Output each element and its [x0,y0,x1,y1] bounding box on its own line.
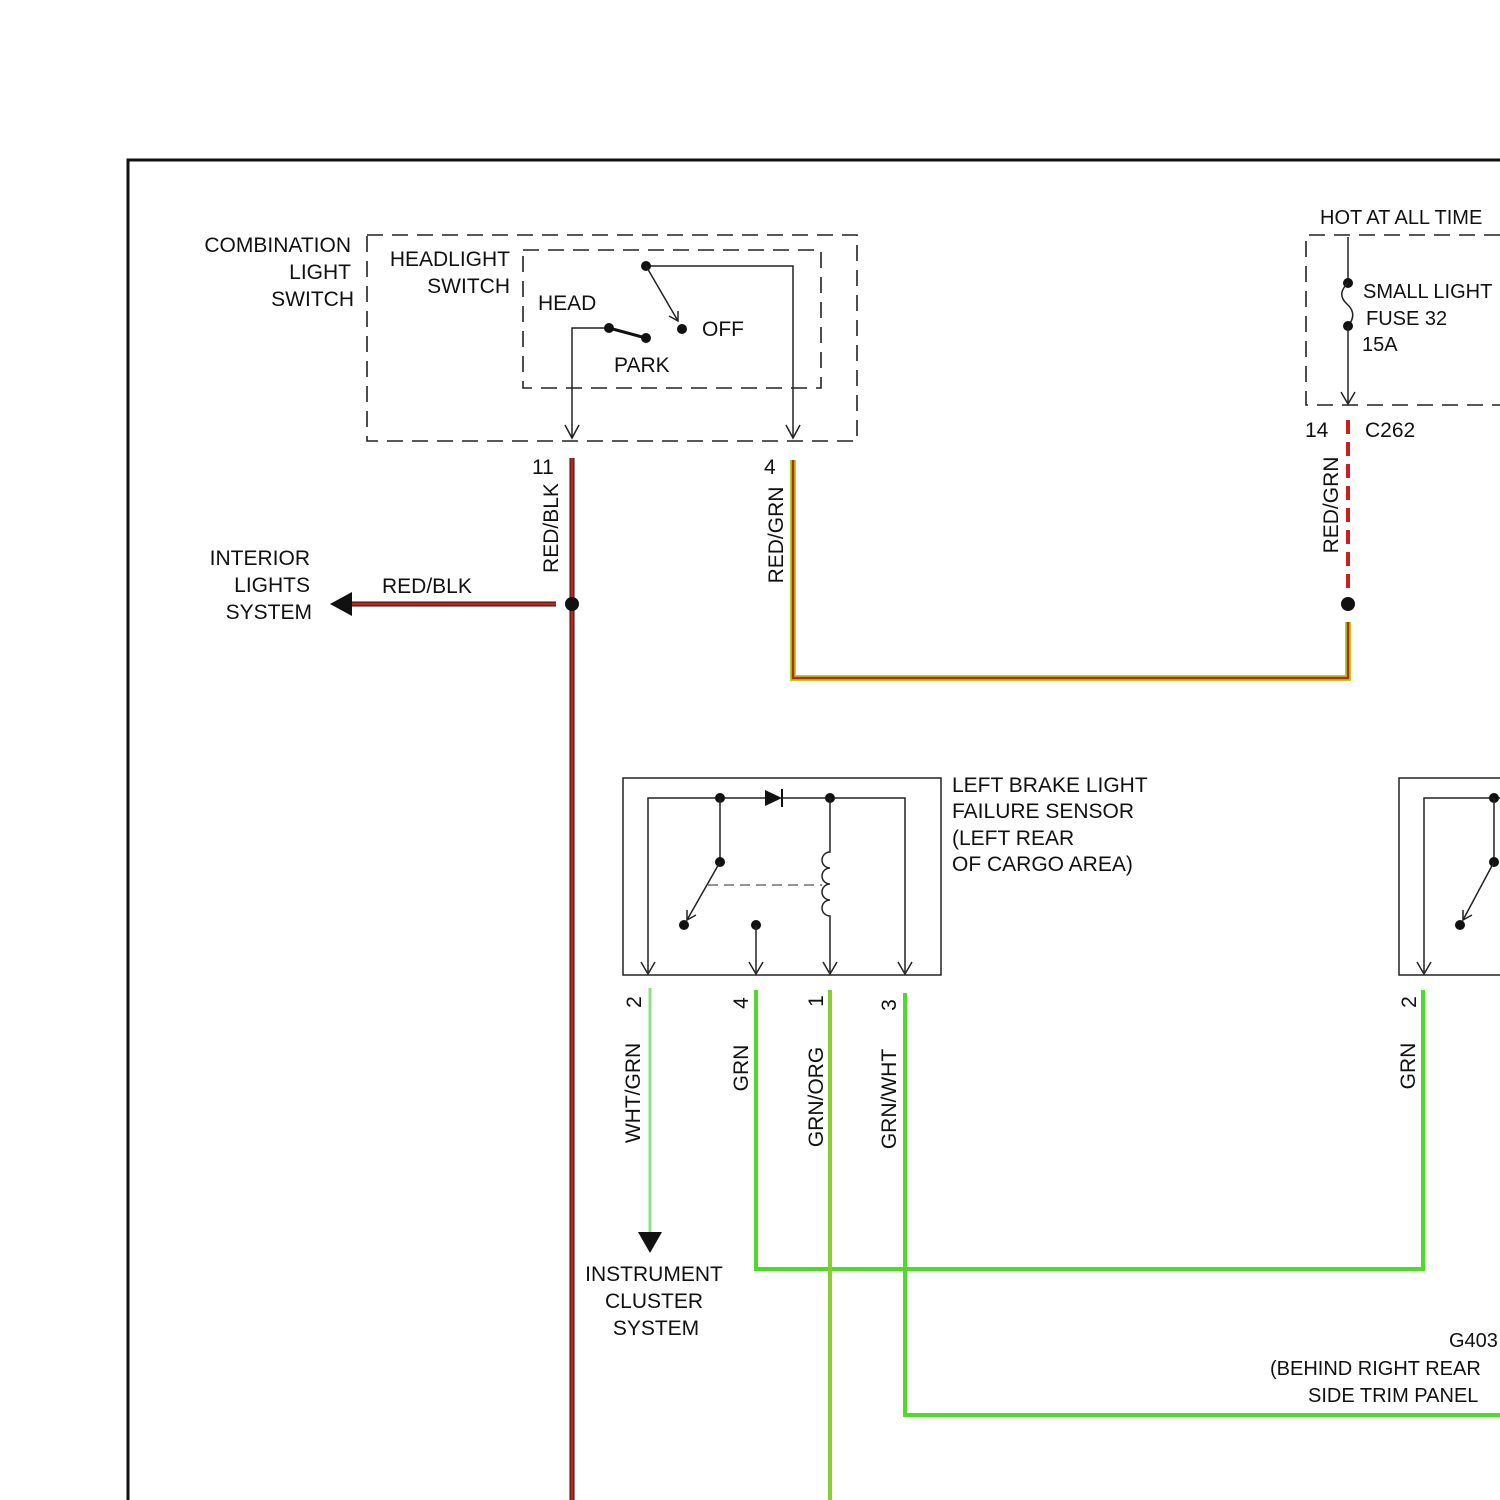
red-grn-wire-stripe [793,460,1348,678]
red-blk-vertical-label: RED/BLK [540,483,563,573]
left-sensor-pin-3-conductor [782,798,905,972]
instrument-cluster-label-line-2: CLUSTER [605,1290,703,1313]
ground-label-line-2: (BEHIND RIGHT REAR [1270,1358,1481,1380]
red-blk-circuit: RED/BLK RED/BLK INTERIOR LIGHTS SYSTEM [210,458,579,1500]
head-contact [604,323,614,333]
hot-at-all-times-label: HOT AT ALL TIME [1320,207,1482,229]
lower-wiring: WHT/GRN GRN GRN GRN/ORG GRN/WHT INSTRUME… [585,988,1500,1500]
wht-grn-label: WHT/GRN [622,1043,645,1143]
headlight-switch-outline [523,250,821,388]
off-position-label: OFF [702,318,744,341]
park-contact [641,333,651,343]
right-brake-light-failure-sensor: 2 [1398,778,1500,1008]
fuse-label-line-2: FUSE 32 [1366,308,1447,330]
left-sensor-label-line-3: (LEFT REAR [952,827,1074,850]
instrument-cluster-label-line-1: INSTRUMENT [585,1263,723,1286]
ground-label-line-3: SIDE TRIM PANEL [1308,1385,1478,1407]
ground-label-line-1: G403 [1449,1330,1498,1352]
grn-wht-label: GRN/WHT [878,1049,901,1149]
switch-arm [646,266,678,321]
diagram-frame [128,160,1500,1500]
left-sensor-pin-1-label: 1 [805,995,828,1007]
connector-pin-label: 14 [1305,419,1329,442]
splice-red-grn [1341,597,1355,611]
relay-contact [679,920,689,930]
combination-switch-label-line-2: LIGHT [289,261,351,284]
interior-lights-arrow [330,592,352,616]
pin-11-label: 11 [532,456,554,479]
combination-switch-label-line-1: COMBINATION [204,234,351,257]
headlight-switch-label-line-1: HEADLIGHT [390,248,510,271]
grn-left-label: GRN [730,1045,753,1092]
interior-lights-label-line-1: INTERIOR [210,547,310,570]
left-brake-light-failure-sensor: LEFT BRAKE LIGHT FAILURE SENSOR (LEFT RE… [623,774,1148,1011]
right-relay-contact [1455,920,1465,930]
pin-4-label: 4 [764,456,776,479]
grn-right-label: GRN [1397,1043,1420,1090]
diode-icon [765,790,782,806]
grn-wire [756,990,1423,1269]
combination-switch-label-line-3: SWITCH [271,288,354,311]
fuse-block: HOT AT ALL TIME SMALL LIGHT FUSE 32 15A … [1305,207,1500,611]
fuse-label-line-3: 15A [1362,334,1398,356]
head-position-label: HEAD [538,292,596,315]
connector-label: C262 [1365,419,1415,442]
interior-lights-label-line-3: SYSTEM [226,601,312,624]
left-sensor-pin-4-label: 4 [730,997,753,1009]
splice-red-blk [565,597,579,611]
red-blk-horizontal-label: RED/BLK [382,575,472,598]
left-sensor-label-line-2: FAILURE SENSOR [952,800,1134,823]
red-grn-wire [793,460,1348,678]
right-sensor-pin-2-label: 2 [1398,996,1421,1008]
head-park-contact-bar [609,328,646,338]
left-sensor-pin-2-label: 2 [623,996,646,1008]
left-sensor-outline [623,778,941,975]
red-grn-switch-label: RED/GRN [765,487,788,584]
headlight-switch-label-line-2: SWITCH [427,275,510,298]
relay-switch-arm [687,862,720,920]
red-grn-circuit: RED/GRN [765,460,1348,678]
fuse-symbol [1342,283,1353,326]
relay-coil-icon [822,798,830,972]
park-conductor [572,328,609,437]
left-sensor-pin-3-label: 3 [878,999,901,1011]
park-position-label: PARK [614,354,670,377]
combination-light-switch: COMBINATION LIGHT SWITCH HEADLIGHT SWITC… [204,234,857,479]
right-sensor-outline [1399,778,1500,975]
left-sensor-label-line-4: OF CARGO AREA) [952,853,1133,876]
left-sensor-label-line-1: LEFT BRAKE LIGHT [952,774,1148,797]
fuse-label-line-1: SMALL LIGHT [1363,281,1492,303]
interior-lights-label-line-2: LIGHTS [234,574,310,597]
red-grn-fuse-label: RED/GRN [1320,457,1343,554]
grn-org-label: GRN/ORG [805,1047,828,1147]
switch-common-conductor [646,266,793,437]
instrument-cluster-label-line-3: SYSTEM [613,1317,699,1340]
instrument-cluster-arrow [638,1232,662,1253]
off-contact [677,324,687,334]
right-relay-switch-arm [1463,862,1494,920]
right-sensor-pin-2-conductor [1424,798,1500,972]
